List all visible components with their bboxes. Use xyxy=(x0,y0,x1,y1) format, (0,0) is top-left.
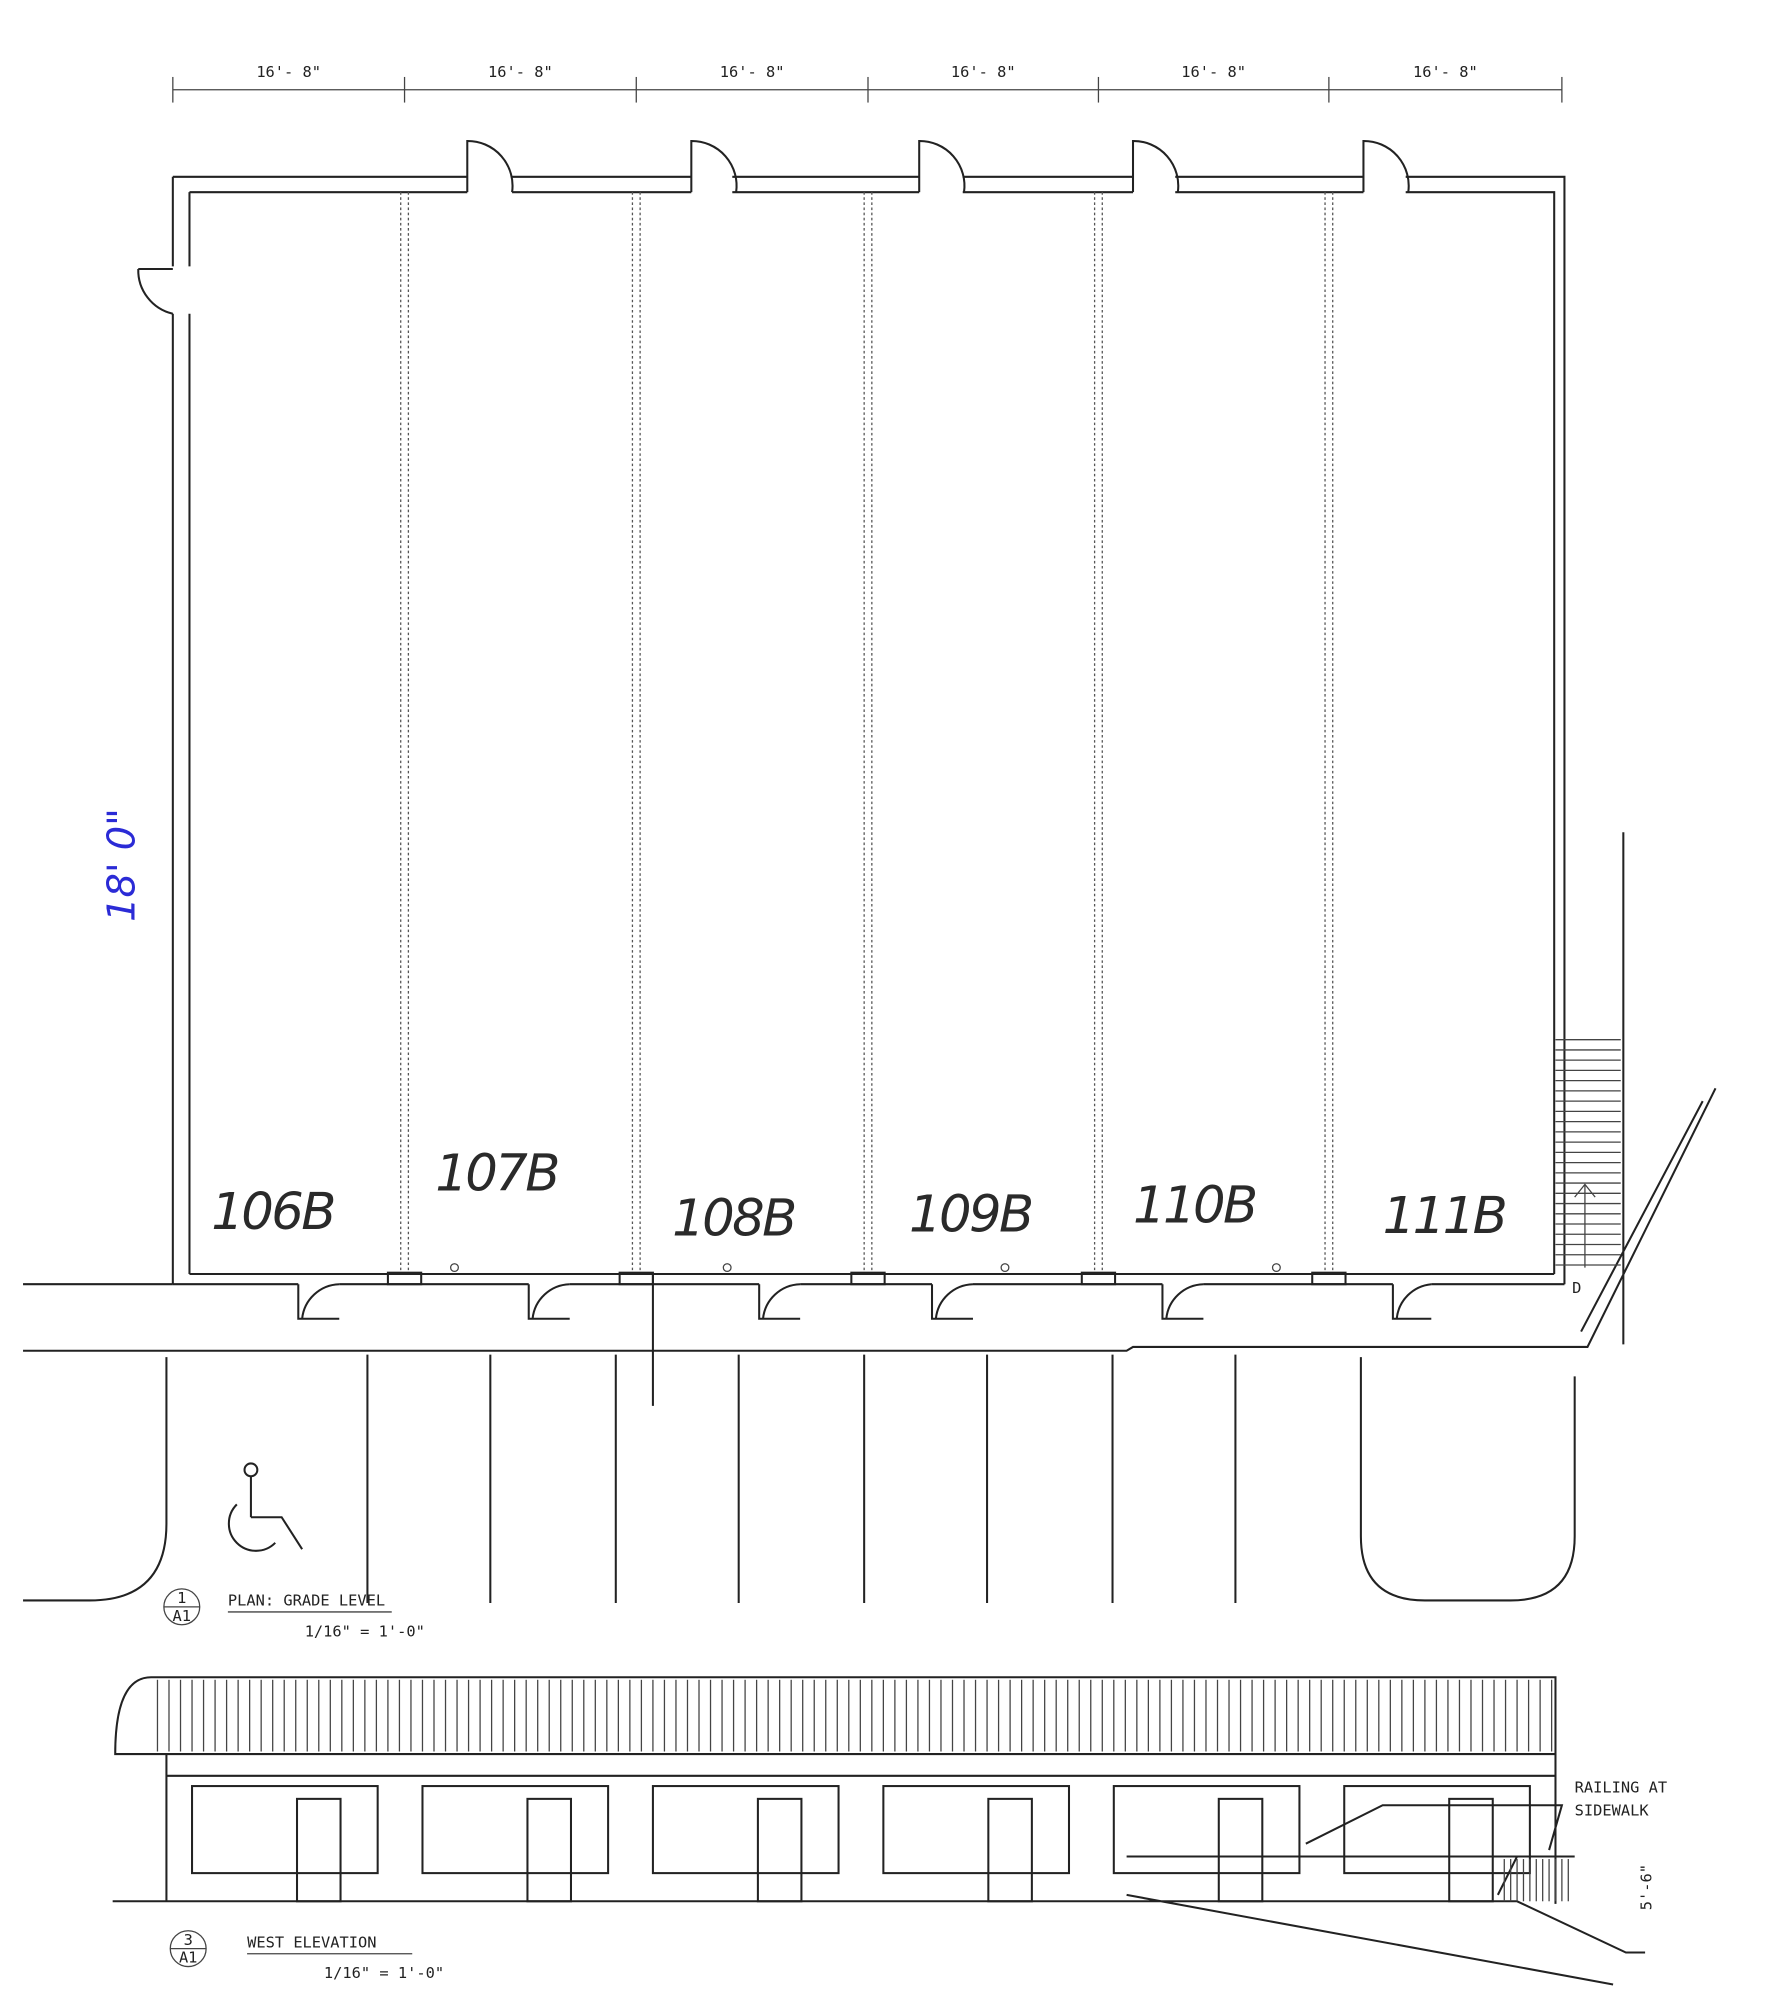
fixture xyxy=(722,1263,732,1273)
elevation-title-block: 3 A1 WEST ELEVATION 1/16" = 1'-0" RAILIN… xyxy=(169,1778,1667,1982)
front-door xyxy=(1161,1283,1204,1320)
plan-bubble-number: 1 xyxy=(177,1589,186,1607)
plan-title-block: 1 A1 PLAN: GRADE LEVEL 1/16" = 1'-0" xyxy=(163,1588,425,1640)
dimension-label: 16'- 8" xyxy=(1413,63,1478,81)
unit-label-111b: 111B xyxy=(1383,1186,1506,1246)
height-dimension: 5'-6" xyxy=(1637,1864,1655,1910)
accessible-parking-icon xyxy=(227,1462,303,1552)
fixture xyxy=(1000,1263,1010,1273)
storefront-door xyxy=(1448,1797,1494,1903)
fixture xyxy=(450,1263,459,1273)
unit-label-109b: 109B xyxy=(909,1185,1032,1245)
front-door xyxy=(930,1283,974,1320)
plan-bubble-sheet: A1 xyxy=(173,1607,192,1625)
storefront-door xyxy=(526,1797,573,1903)
front-door xyxy=(297,1283,340,1320)
railing xyxy=(1126,1804,1575,1896)
railing-note-line2: SIDEWALK xyxy=(1575,1802,1650,1820)
elevation-scale: 1/16" = 1'-0" xyxy=(324,1964,444,1982)
stair-down-label: D xyxy=(1572,1279,1581,1297)
storefront-window xyxy=(651,1785,840,1875)
front-door xyxy=(758,1283,801,1320)
depth-note: 18' 0" xyxy=(99,808,144,922)
entry-door xyxy=(690,139,738,193)
railing-note-line1: RAILING AT xyxy=(1575,1778,1667,1796)
unit-label-106b: 106B xyxy=(211,1182,334,1242)
unit-label-107b: 107B xyxy=(435,1144,558,1204)
front-door xyxy=(527,1283,570,1320)
entry-door xyxy=(1362,139,1410,193)
storefront-door xyxy=(987,1797,1033,1903)
exterior-wall-inner xyxy=(189,191,1556,1274)
dimension-label: 16'- 8" xyxy=(720,63,785,81)
exterior-wall-left xyxy=(171,176,191,1285)
storefront-window xyxy=(1343,1785,1531,1875)
entry-door xyxy=(466,139,514,193)
storefront-window xyxy=(1112,1785,1301,1875)
unit-label-108b: 108B xyxy=(672,1189,795,1249)
front-door xyxy=(1391,1283,1432,1320)
elevation-bubble-number: 3 xyxy=(184,1931,193,1949)
plan-scale: 1/16" = 1'-0" xyxy=(305,1622,425,1640)
dimension-label: 16'- 8" xyxy=(488,63,553,81)
storefront-window xyxy=(421,1785,610,1875)
fixture xyxy=(1271,1263,1281,1273)
unit-label-110b: 110B xyxy=(1133,1176,1256,1236)
storefront-door xyxy=(1217,1797,1264,1903)
entry-door xyxy=(1131,139,1180,193)
curb-right xyxy=(1359,1357,1576,1602)
storefront-window xyxy=(882,1785,1071,1875)
elevation-bubble-sheet: A1 xyxy=(179,1949,198,1967)
storefront-door xyxy=(756,1797,803,1903)
side-door xyxy=(137,267,174,315)
dimension-label: 16'- 8" xyxy=(256,63,321,81)
stair-arrow xyxy=(1574,1183,1596,1268)
sidewalk xyxy=(23,832,1717,1352)
plan-title: PLAN: GRADE LEVEL xyxy=(228,1592,385,1610)
awning xyxy=(114,1676,1557,1756)
dimension-label: 16'- 8" xyxy=(951,63,1016,81)
dimension-label: 16'- 8" xyxy=(1181,63,1246,81)
exterior-wall-top xyxy=(172,175,1566,1285)
elevation-title: WEST ELEVATION xyxy=(247,1933,376,1951)
storefront-window xyxy=(191,1785,379,1875)
storefront-door xyxy=(295,1797,342,1903)
curb-left xyxy=(23,1357,168,1602)
entry-door xyxy=(918,139,966,193)
